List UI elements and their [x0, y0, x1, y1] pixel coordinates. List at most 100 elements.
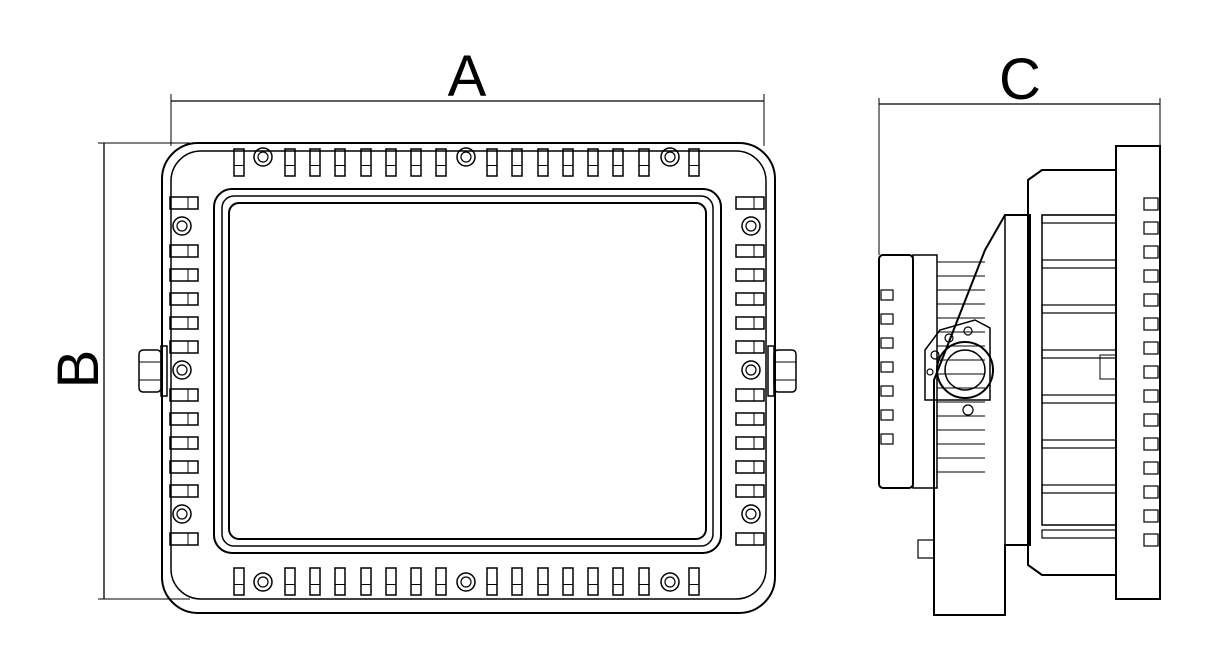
front-tab: [1143, 461, 1159, 475]
cooling-fin: [735, 244, 765, 258]
cooling-fin: [410, 148, 422, 177]
cooling-fin: [385, 567, 397, 596]
cooling-fin: [169, 196, 199, 210]
front-tab: [1143, 437, 1159, 451]
lens-frame: [213, 188, 722, 554]
cooling-fin: [309, 567, 321, 596]
right-mount-nut: [767, 345, 797, 397]
cooling-fin: [537, 567, 549, 596]
mounting-bracket: [933, 214, 1031, 616]
rear-tab: [880, 433, 894, 445]
cooling-fin: [435, 148, 447, 177]
cooling-fin: [511, 148, 523, 177]
heatsink-fin: [1041, 439, 1117, 449]
screw-icon: [456, 147, 476, 167]
pivot-knob-icon: [936, 341, 994, 399]
dimension-a: A: [170, 44, 765, 146]
heatsink-fin: [1041, 259, 1117, 269]
rear-tab: [880, 313, 894, 325]
front-housing: [1115, 145, 1161, 600]
cooling-fin: [169, 268, 199, 282]
cooling-fin: [169, 460, 199, 474]
cooling-fin: [688, 567, 700, 596]
cooling-fin: [435, 567, 447, 596]
cooling-fin: [735, 340, 765, 354]
dimension-label-a: A: [448, 44, 487, 109]
cooling-fin: [612, 567, 624, 596]
side-view: [878, 145, 1161, 616]
cooling-fin: [334, 148, 346, 177]
cooling-fin: [169, 388, 199, 402]
front-tab: [1143, 413, 1159, 427]
cooling-fin: [688, 148, 700, 177]
cooling-fin: [735, 460, 765, 474]
housing-inner-outline: [170, 150, 767, 600]
cooling-fin: [735, 484, 765, 498]
front-tab: [1143, 341, 1159, 355]
cooling-fin: [638, 148, 650, 177]
cooling-fin: [309, 148, 321, 177]
cooling-fin: [612, 148, 624, 177]
screw-icon: [741, 504, 761, 524]
cooling-fin: [537, 148, 549, 177]
front-tab: [1143, 221, 1159, 235]
cooling-fin: [486, 567, 498, 596]
heatsink-fin: [1041, 484, 1117, 494]
front-tab: [1143, 389, 1159, 403]
front-tab: [1143, 293, 1159, 307]
screw-icon: [253, 147, 273, 167]
front-tab: [1143, 245, 1159, 259]
pivot-plate: [924, 319, 991, 401]
cooling-fin: [735, 196, 765, 210]
front-view: [138, 142, 797, 614]
cooling-fin: [169, 412, 199, 426]
front-tab: [1143, 509, 1159, 523]
heatsink-fin: [1041, 304, 1117, 314]
heatsink-fin: [1041, 349, 1117, 359]
heatsink-fin: [1041, 529, 1117, 539]
housing-outline: [161, 142, 776, 614]
cooling-fin: [735, 292, 765, 306]
rear-tab: [880, 409, 894, 421]
cooling-fin: [360, 567, 372, 596]
cooling-fin: [169, 436, 199, 450]
lens-glass: [228, 202, 707, 540]
front-tab: [1143, 533, 1159, 547]
cooling-fin: [284, 148, 296, 177]
cooling-fin: [735, 316, 765, 330]
rear-tab: [880, 361, 894, 373]
cooling-fin: [638, 567, 650, 596]
dimension-b: B: [46, 142, 190, 600]
cooling-fin: [169, 340, 199, 354]
cooling-fin: [587, 148, 599, 177]
rear-tab: [880, 289, 894, 301]
cooling-fin: [169, 484, 199, 498]
cooling-fin: [735, 268, 765, 282]
dimension-c: C: [878, 47, 1161, 255]
dimension-label-b: B: [46, 350, 111, 389]
cooling-fin: [735, 436, 765, 450]
cooling-fin: [562, 567, 574, 596]
screw-icon: [172, 504, 192, 524]
cooling-fin: [169, 292, 199, 306]
cooling-fin: [334, 567, 346, 596]
rear-tab: [880, 385, 894, 397]
rear-tab: [880, 337, 894, 349]
left-mount-nut: [138, 345, 168, 397]
front-tab: [1143, 317, 1159, 331]
cooling-fin: [486, 148, 498, 177]
cooling-fin: [169, 244, 199, 258]
screw-icon: [456, 572, 476, 592]
cooling-fin: [169, 316, 199, 330]
cooling-fin: [360, 148, 372, 177]
front-tab: [1143, 365, 1159, 379]
lens-frame-inner: [221, 195, 714, 547]
cooling-fin: [233, 567, 245, 596]
cooling-fin: [735, 412, 765, 426]
cooling-fin: [735, 532, 765, 546]
cooling-fin: [233, 148, 245, 177]
screw-icon: [172, 216, 192, 236]
dimension-label-c: C: [999, 47, 1041, 112]
screw-icon: [741, 360, 761, 380]
cooling-fin: [587, 567, 599, 596]
